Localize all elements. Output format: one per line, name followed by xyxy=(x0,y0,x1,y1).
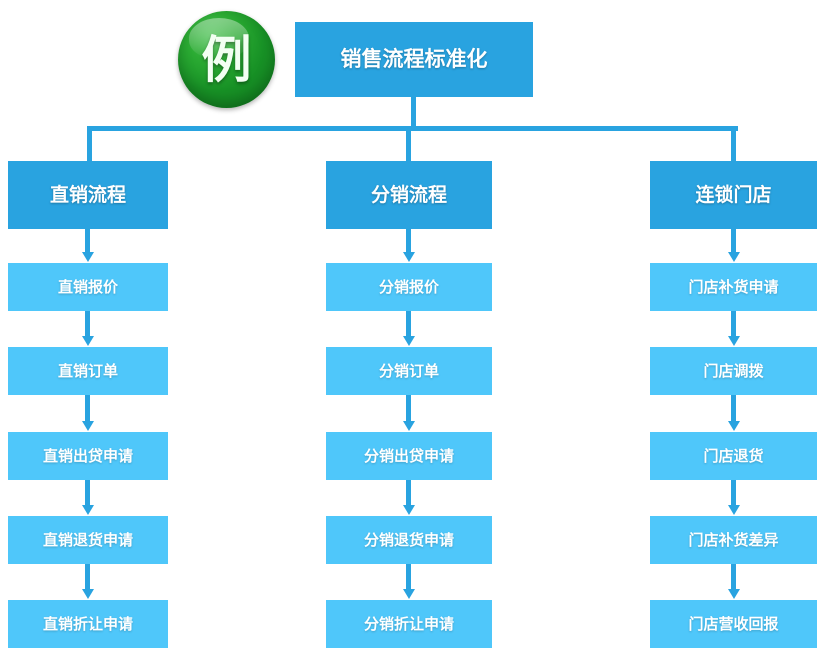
step-node-3-2[interactable]: 门店调拨 xyxy=(650,347,817,395)
arrow-col3-step3 xyxy=(731,395,736,422)
example-badge: 例 xyxy=(178,11,275,108)
step-node-2-4-label: 分销退货申请 xyxy=(363,531,454,549)
step-node-1-5[interactable]: 直销折让申请 xyxy=(8,600,168,648)
category-header-2[interactable]: 分销流程 xyxy=(326,161,492,229)
arrow-col1-step5 xyxy=(85,564,90,590)
connector-drop-column-1 xyxy=(87,126,92,161)
arrow-col3-step5 xyxy=(731,564,736,590)
step-node-2-5-label: 分销折让申请 xyxy=(363,615,454,633)
step-node-1-4-label: 直销退货申请 xyxy=(42,531,133,549)
step-node-1-5-label: 直销折让申请 xyxy=(42,615,133,633)
step-node-1-2-label: 直销订单 xyxy=(57,362,118,380)
step-node-1-3[interactable]: 直销出贷申请 xyxy=(8,432,168,480)
step-node-2-2[interactable]: 分销订单 xyxy=(326,347,492,395)
example-badge-label: 例 xyxy=(201,30,252,89)
arrow-col3-step2 xyxy=(731,311,736,337)
step-node-2-1[interactable]: 分销报价 xyxy=(326,263,492,311)
arrow-col2-step1 xyxy=(406,229,411,253)
arrow-col1-step1 xyxy=(85,229,90,253)
connector-drop-column-2 xyxy=(406,126,411,161)
category-header-1[interactable]: 直销流程 xyxy=(8,161,168,229)
arrow-col1-step2 xyxy=(85,311,90,337)
step-node-3-1[interactable]: 门店补货申请 xyxy=(650,263,817,311)
category-header-3-label: 连锁门店 xyxy=(695,183,772,206)
arrow-col2-step3 xyxy=(406,395,411,422)
step-node-1-2[interactable]: 直销订单 xyxy=(8,347,168,395)
root-node-label: 销售流程标准化 xyxy=(340,46,488,71)
step-node-3-4-label: 门店补货差异 xyxy=(688,531,779,549)
category-header-3[interactable]: 连锁门店 xyxy=(650,161,817,229)
arrow-col2-step5 xyxy=(406,564,411,590)
step-node-3-3-label: 门店退货 xyxy=(703,447,764,465)
connector-root-stem xyxy=(411,97,416,128)
step-node-2-3-label: 分销出贷申请 xyxy=(363,447,454,465)
step-node-3-2-label: 门店调拨 xyxy=(703,362,764,380)
arrow-col2-step4 xyxy=(406,480,411,506)
step-node-2-5[interactable]: 分销折让申请 xyxy=(326,600,492,648)
step-node-1-3-label: 直销出贷申请 xyxy=(42,447,133,465)
arrow-col1-step3 xyxy=(85,395,90,422)
connector-drop-column-3 xyxy=(731,126,736,161)
step-node-3-5-label: 门店营收回报 xyxy=(688,615,779,633)
step-node-1-4[interactable]: 直销退货申请 xyxy=(8,516,168,564)
step-node-2-4[interactable]: 分销退货申请 xyxy=(326,516,492,564)
connector-horizontal-bar xyxy=(89,126,738,131)
step-node-3-4[interactable]: 门店补货差异 xyxy=(650,516,817,564)
step-node-3-5[interactable]: 门店营收回报 xyxy=(650,600,817,648)
step-node-1-1[interactable]: 直销报价 xyxy=(8,263,168,311)
step-node-3-1-label: 门店补货申请 xyxy=(688,278,779,296)
root-node[interactable]: 销售流程标准化 xyxy=(295,22,533,97)
arrow-col1-step4 xyxy=(85,480,90,506)
step-node-2-2-label: 分销订单 xyxy=(378,362,439,380)
step-node-3-3[interactable]: 门店退货 xyxy=(650,432,817,480)
step-node-1-1-label: 直销报价 xyxy=(57,278,118,296)
arrow-col3-step1 xyxy=(731,229,736,253)
step-node-2-3[interactable]: 分销出贷申请 xyxy=(326,432,492,480)
step-node-2-1-label: 分销报价 xyxy=(378,278,439,296)
category-header-2-label: 分销流程 xyxy=(370,183,447,206)
arrow-col2-step2 xyxy=(406,311,411,337)
category-header-1-label: 直销流程 xyxy=(49,183,126,206)
arrow-col3-step4 xyxy=(731,480,736,506)
